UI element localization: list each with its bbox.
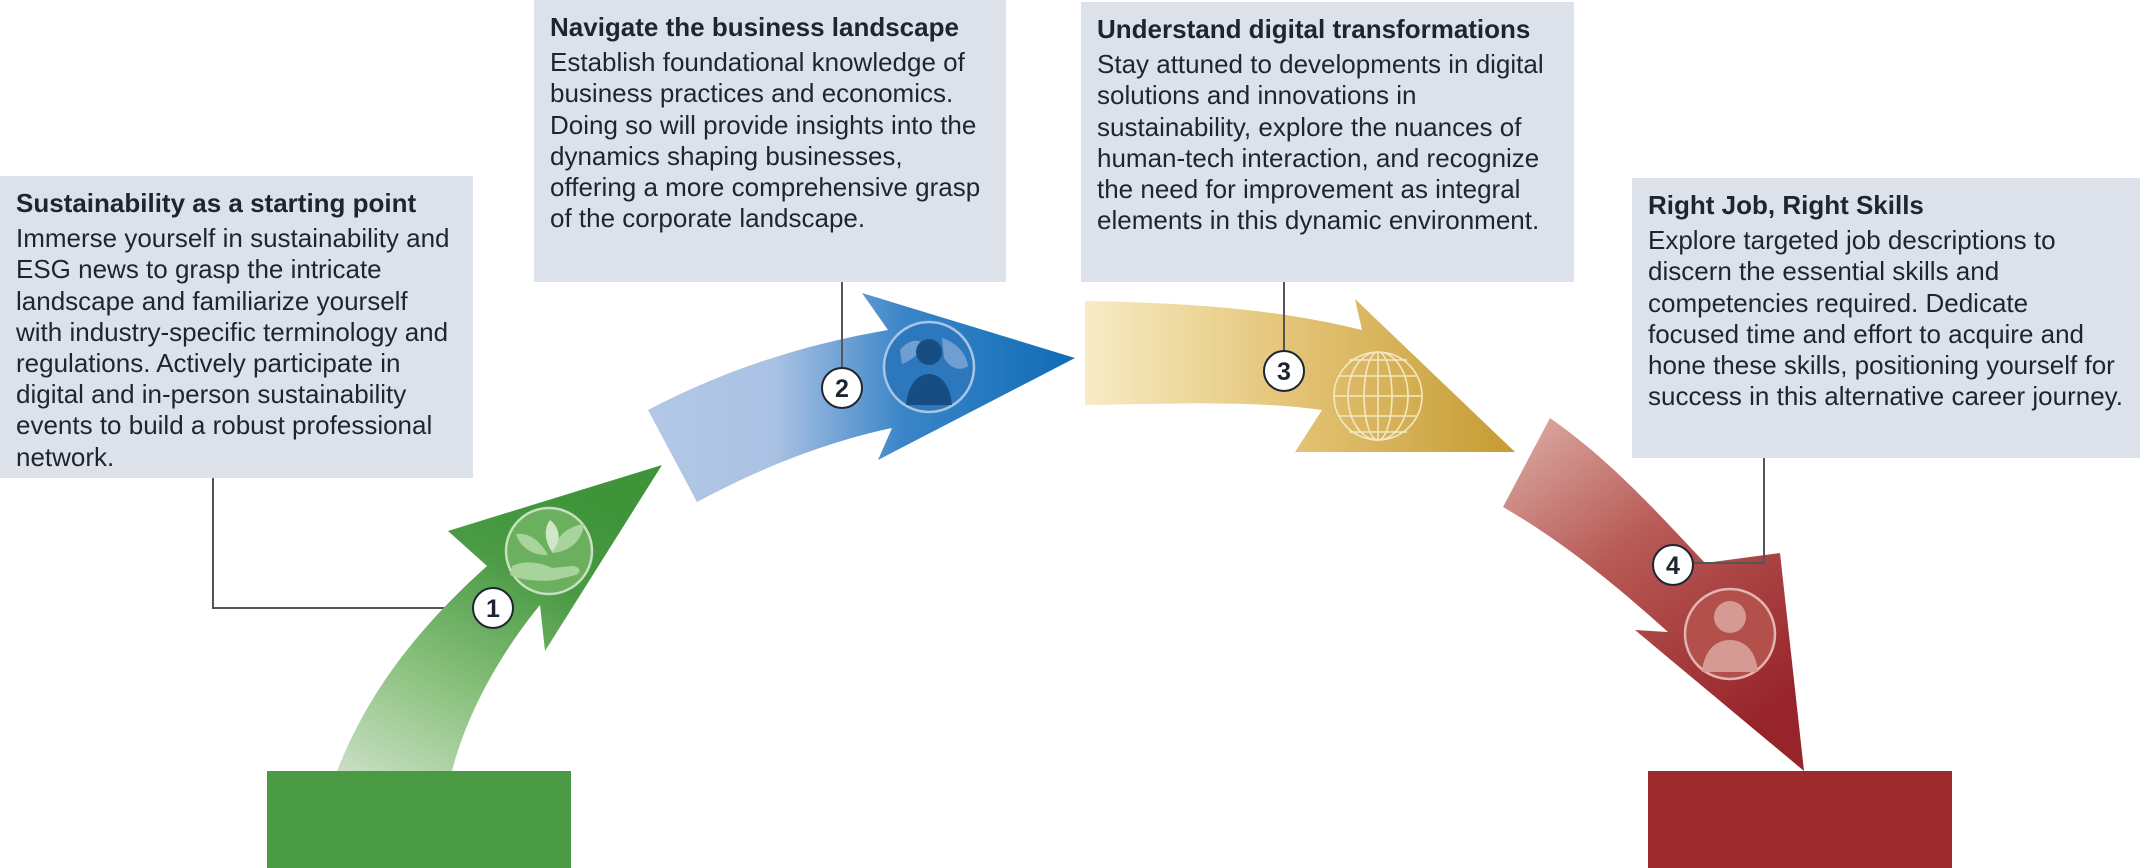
leader-line-1 xyxy=(212,478,472,609)
svg-text:4: 4 xyxy=(1666,552,1680,580)
step-badge-2: 2 xyxy=(821,367,863,409)
step-title: Right Job, Right Skills xyxy=(1648,190,1924,220)
leaf-hand-icon xyxy=(504,506,594,596)
end-block xyxy=(1648,771,1952,868)
step-box-4: Right Job, Right Skills Explore targeted… xyxy=(1632,178,2140,458)
step-description: Stay attuned to developments in digital … xyxy=(1097,49,1544,236)
arrow-red xyxy=(1503,418,1804,771)
step-box-1: Sustainability as a starting point Immer… xyxy=(0,176,473,478)
wireframe-globe-icon xyxy=(1333,351,1423,441)
start-block xyxy=(267,771,571,868)
globe-person-icon xyxy=(882,320,976,414)
step-title: Navigate the business landscape xyxy=(550,12,959,42)
step-description: Establish foundational knowledge of busi… xyxy=(550,47,981,234)
step-box-3: Understand digital transformations Stay … xyxy=(1081,2,1574,282)
step-description: Immerse yourself in sustainability and E… xyxy=(16,223,450,472)
svg-text:3: 3 xyxy=(1277,358,1291,386)
step-badge-1: 1 xyxy=(472,587,514,629)
step-title: Sustainability as a starting point xyxy=(16,188,417,218)
person-icon xyxy=(1683,587,1777,681)
step-description: Explore targeted job descriptions to dis… xyxy=(1648,225,2123,412)
step-title: Understand digital transformations xyxy=(1097,14,1531,44)
leader-line-4 xyxy=(1694,458,1765,564)
svg-text:2: 2 xyxy=(835,375,849,403)
step-badge-4: 4 xyxy=(1652,544,1694,586)
step-box-2: Navigate the business landscape Establis… xyxy=(534,0,1006,282)
arrow-blue xyxy=(648,293,1075,502)
svg-text:1: 1 xyxy=(486,595,500,623)
step-badge-3: 3 xyxy=(1263,350,1305,392)
